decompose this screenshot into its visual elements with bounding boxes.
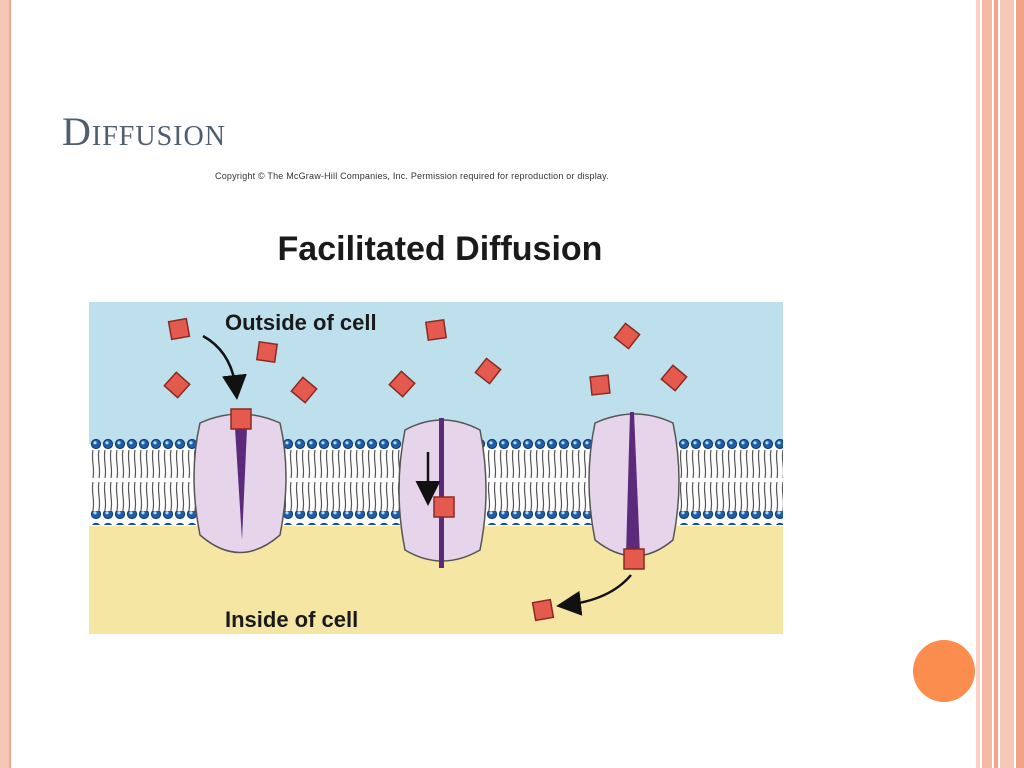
- carrier-protein-2: [398, 418, 487, 568]
- right-border-decoration: [976, 0, 1024, 768]
- left-border-decoration: [0, 0, 11, 768]
- solute-molecules: [163, 317, 688, 622]
- carrier-protein-1: [193, 413, 287, 554]
- copyright-notice: Copyright © The McGraw-Hill Companies, I…: [215, 171, 609, 181]
- carrier-protein-3: [588, 412, 680, 557]
- movement-arrows: [202, 334, 632, 616]
- inside-of-cell-label: Inside of cell: [225, 607, 358, 632]
- figure-heading: Facilitated Diffusion: [278, 230, 603, 268]
- outside-of-cell-label: Outside of cell: [225, 310, 377, 335]
- slide-title: Diffusion: [62, 109, 226, 154]
- decorative-orange-circle: [913, 640, 975, 702]
